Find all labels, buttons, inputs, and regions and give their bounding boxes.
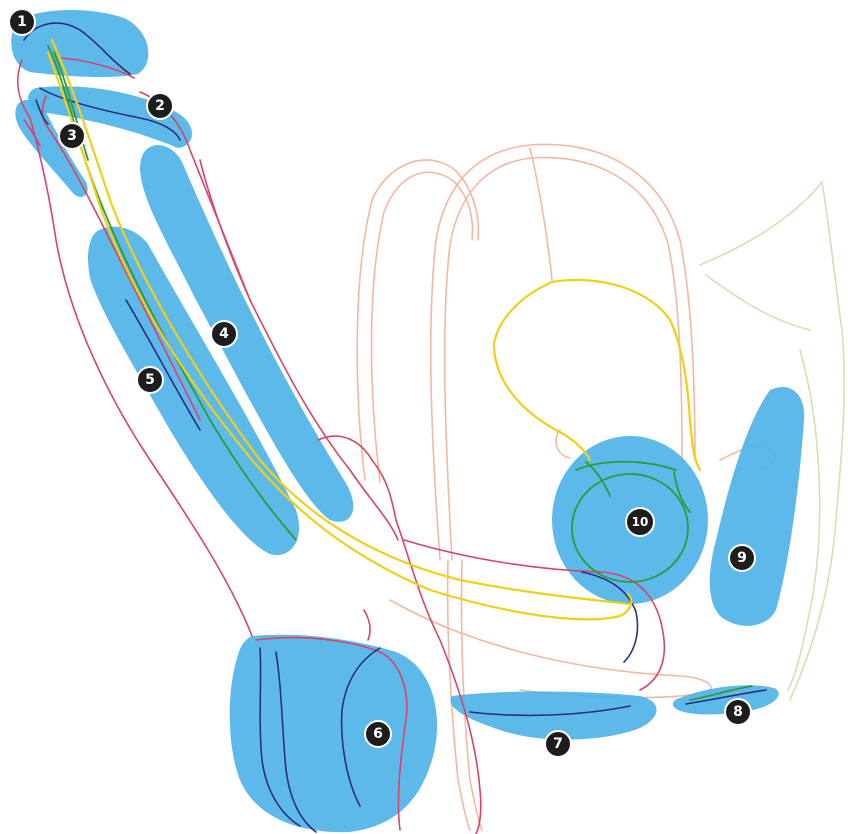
marker-2: 2 xyxy=(147,93,173,119)
marker-8: 8 xyxy=(725,699,751,725)
region-9 xyxy=(710,387,804,626)
marker-10: 10 xyxy=(626,508,654,536)
marker-5-label: 5 xyxy=(145,372,155,388)
marker-7: 7 xyxy=(545,731,571,757)
marker-1: 1 xyxy=(9,9,35,35)
marker-6: 6 xyxy=(365,721,391,747)
marker-3-label: 3 xyxy=(67,128,77,144)
marker-9: 9 xyxy=(729,545,755,571)
marker-9-label: 9 xyxy=(737,550,747,566)
marker-4-label: 4 xyxy=(219,326,229,342)
marker-8-label: 8 xyxy=(733,704,743,720)
marker-2-label: 2 xyxy=(155,98,165,114)
marker-4: 4 xyxy=(211,321,237,347)
marker-10-label: 10 xyxy=(632,515,649,529)
marker-7-label: 7 xyxy=(553,736,563,752)
marker-5: 5 xyxy=(137,367,163,393)
marker-1-label: 1 xyxy=(17,14,27,30)
marker-3: 3 xyxy=(59,123,85,149)
marker-6-label: 6 xyxy=(373,726,383,742)
